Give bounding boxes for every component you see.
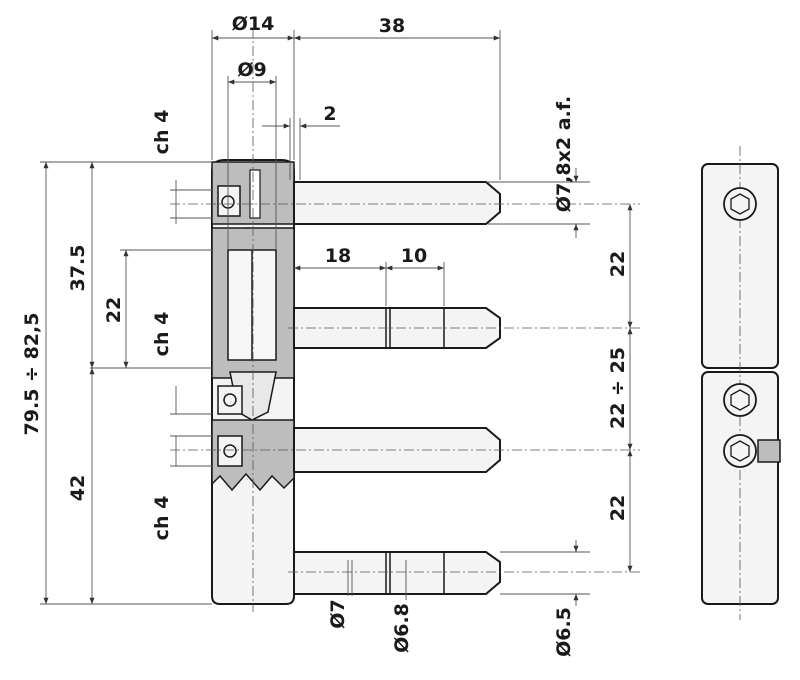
dimension-lines [40,30,633,606]
side-screw-top [723,187,757,221]
dimension-labels: Ø14 38 Ø9 2 Ø7,8x2 a.f. ch 4 ch 4 ch 4 7… [21,13,629,657]
side-screw-low [723,434,757,468]
side-hex-mid [730,389,750,411]
dim-chamfer-mid: ch 4 [151,312,173,357]
dim-pin-segment-1: 18 [325,245,351,267]
dim-pin-diameter-2: Ø6.8 [391,603,413,653]
side-hex-low [730,440,750,462]
dim-lower-height: 42 [67,475,89,501]
dim-offset: 2 [323,103,336,125]
dim-upper-height: 37.5 [67,245,89,292]
lower-screw-head [223,444,237,458]
dim-right-pitch-top: 22 [607,251,629,277]
side-grub-screw [757,439,781,463]
pin-3 [293,427,501,473]
front-view [170,28,640,612]
dim-inner-diameter: Ø9 [237,59,266,81]
mid-screw-head [223,393,237,407]
side-view [701,146,781,620]
dim-chamfer-top: ch 4 [151,110,173,155]
dim-inner-pitch: 22 [103,297,125,323]
dim-overall-height: 79.5 ÷ 82,5 [21,313,43,436]
side-hex-top [730,193,750,215]
pin-1 [293,181,501,225]
dim-chamfer-bottom: ch 4 [151,496,173,541]
dim-head-diameter: Ø14 [232,13,275,35]
dim-pin-diameter-1: Ø7 [327,599,349,628]
screw-slot [249,169,261,219]
dim-pin-diameter-3: Ø6.5 [553,607,575,657]
dim-pin-segment-2: 10 [401,245,427,267]
pin-4 [293,551,501,595]
side-screw-mid [723,383,757,417]
dim-right-pitch-bottom: 22 [607,495,629,521]
dim-wrench-size: Ø7,8x2 a.f. [553,96,575,212]
dim-right-pitch-adjust: 22 ÷ 25 [607,347,629,429]
dim-pin-length: 38 [379,15,405,37]
